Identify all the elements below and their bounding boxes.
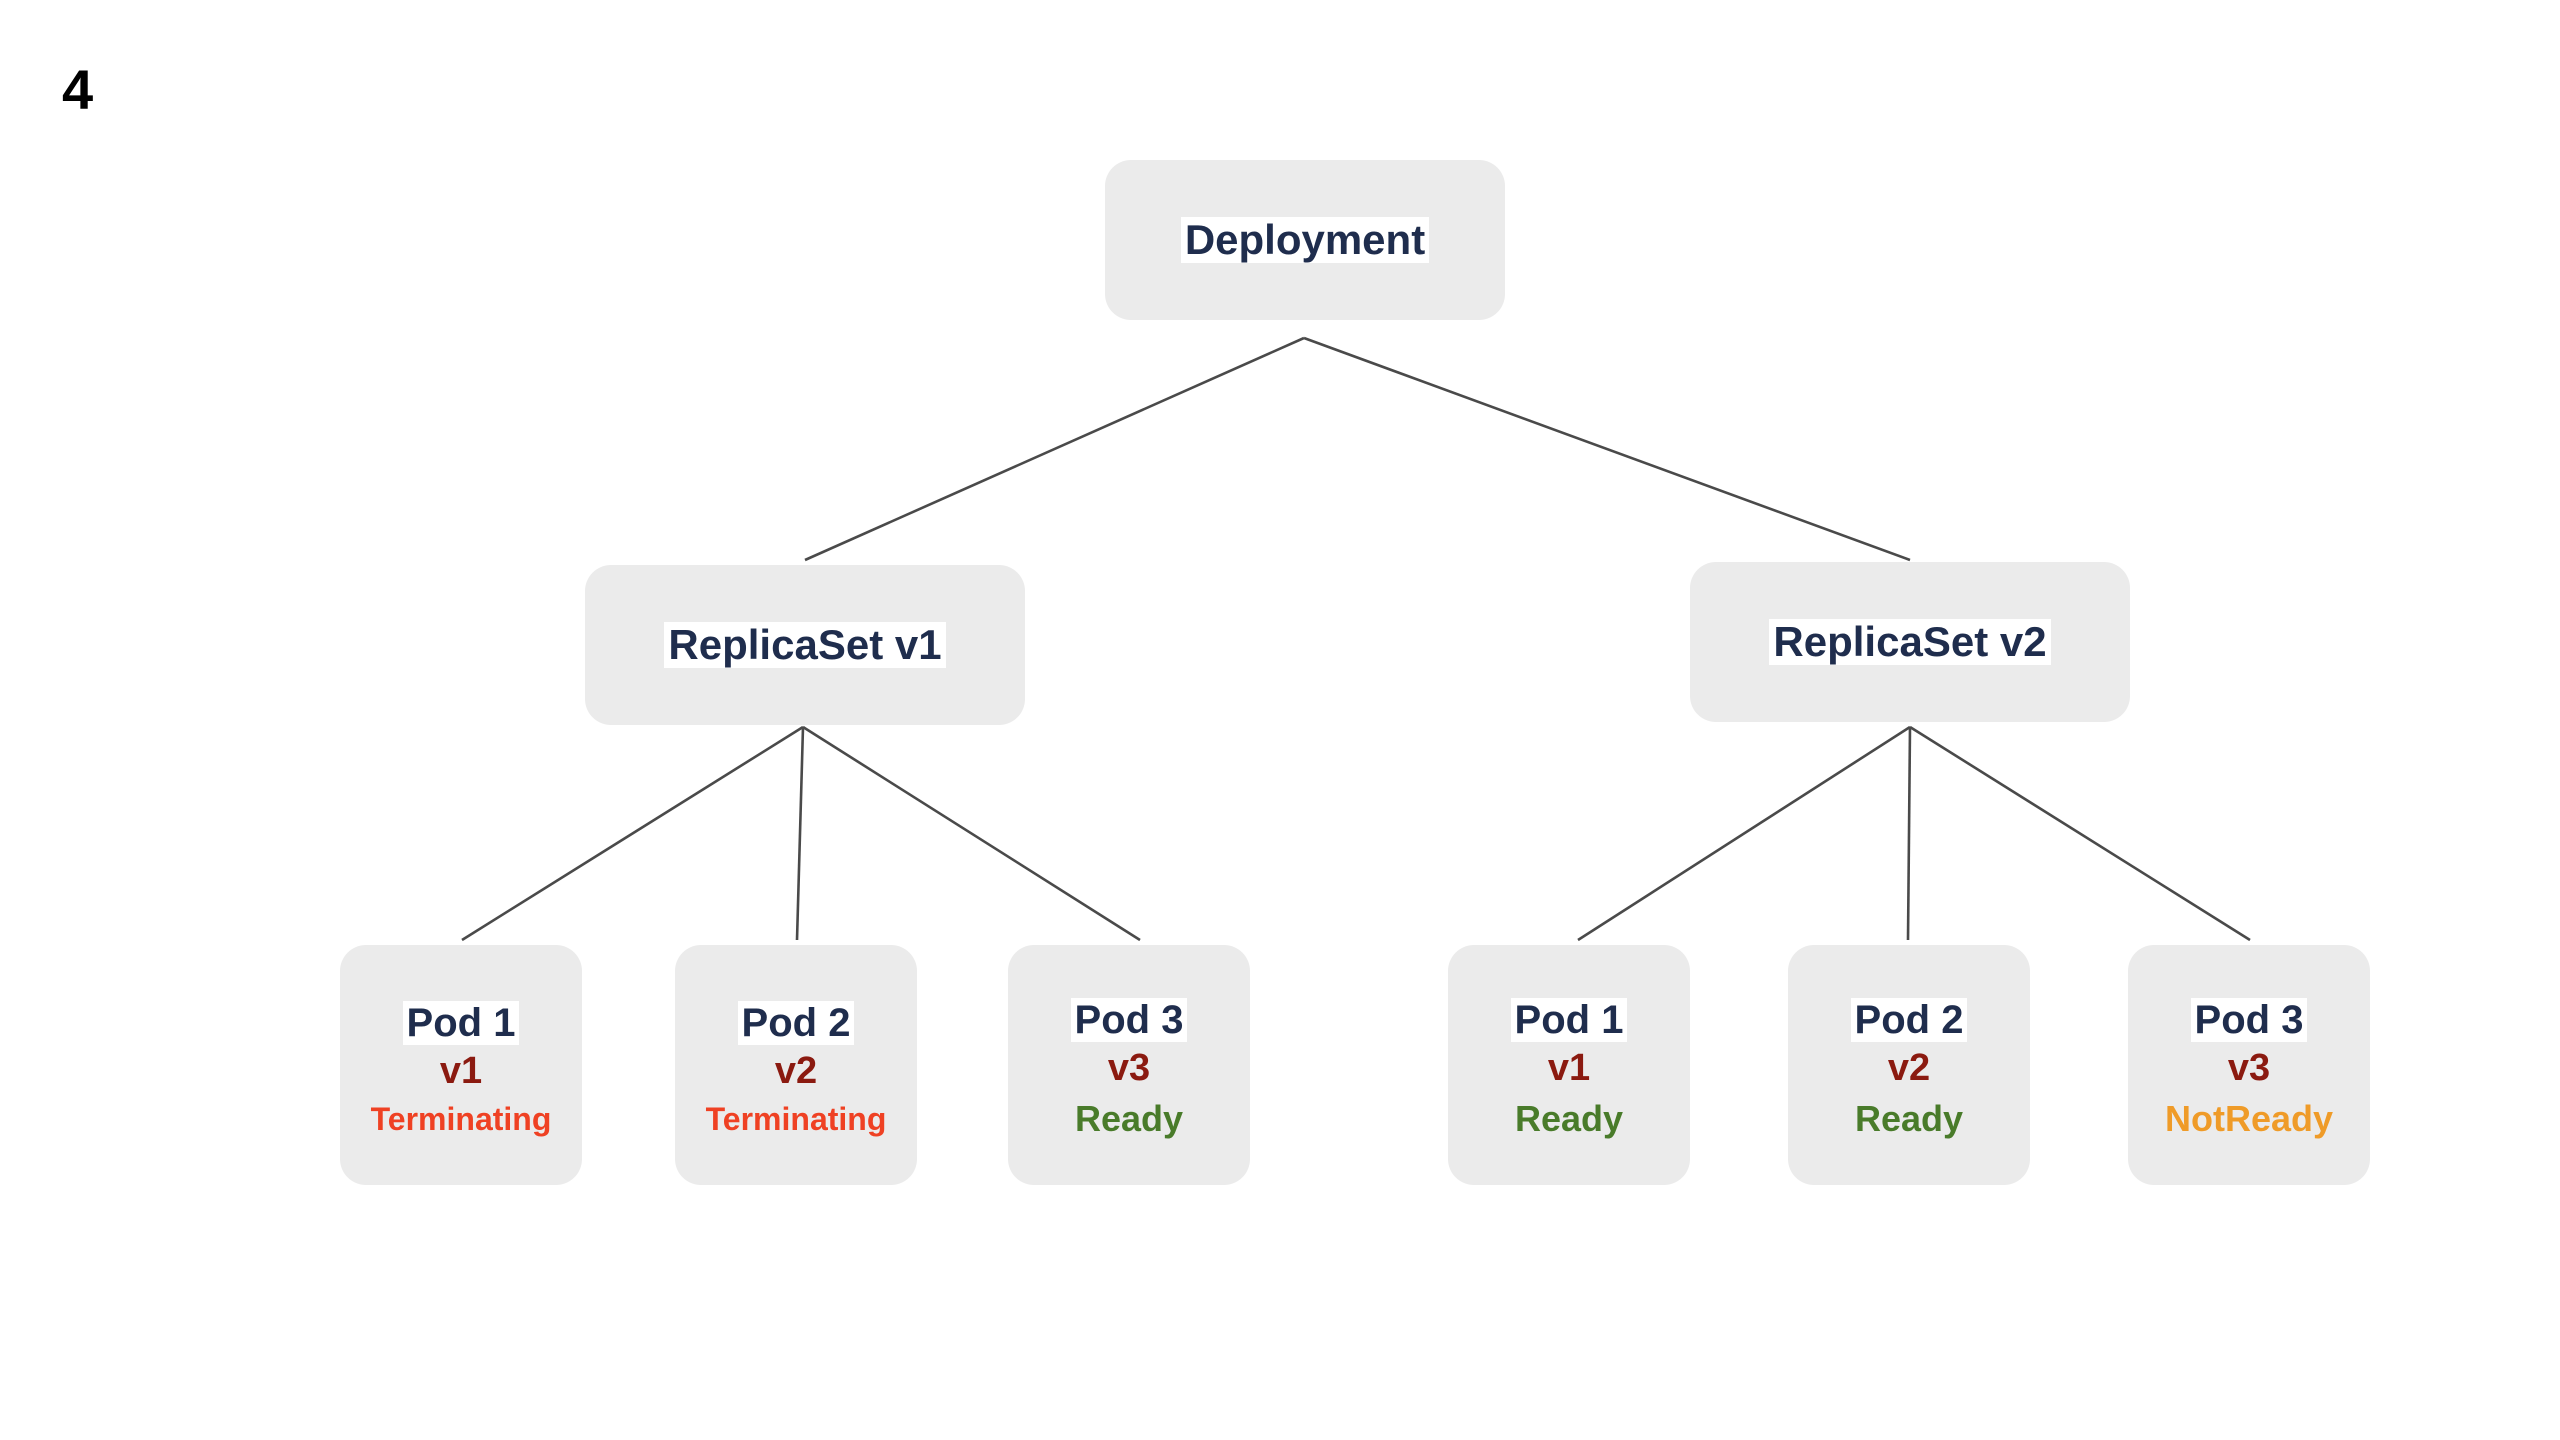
- pod-name: Pod 1: [1510, 998, 1628, 1043]
- pod-status-badge: NotReady: [2164, 1098, 2334, 1140]
- pod-version: v2: [1887, 1047, 1931, 1090]
- edge-rs2-to-pod1: [1577, 725, 1911, 942]
- pod-node-rs2-3[interactable]: Pod 3 v3 NotReady: [2128, 945, 2370, 1185]
- edge-rs1-to-pod3: [802, 725, 1141, 942]
- node-deployment-label: Deployment: [1180, 216, 1430, 264]
- slide-number: 4: [62, 58, 93, 121]
- edge-rs2-to-pod2: [1906, 726, 1912, 941]
- pod-version: v3: [2227, 1047, 2271, 1090]
- node-deployment[interactable]: Deployment: [1105, 160, 1505, 320]
- pod-version: v3: [1107, 1047, 1151, 1090]
- pod-status-badge: Terminating: [370, 1100, 552, 1137]
- pod-name: Pod 2: [1850, 998, 1968, 1043]
- pod-node-rs2-1[interactable]: Pod 1 v1 Ready: [1448, 945, 1690, 1185]
- pod-node-rs2-2[interactable]: Pod 2 v2 Ready: [1788, 945, 2030, 1185]
- pod-name: Pod 3: [1070, 998, 1188, 1043]
- pod-node-rs1-2[interactable]: Pod 2 v2 Terminating: [675, 945, 917, 1185]
- pod-name: Pod 1: [402, 1000, 520, 1045]
- pod-node-rs1-1[interactable]: Pod 1 v1 Terminating: [340, 945, 582, 1185]
- pod-version: v1: [1547, 1047, 1591, 1090]
- pod-node-rs1-3[interactable]: Pod 3 v3 Ready: [1008, 945, 1250, 1185]
- node-replicaset-v1[interactable]: ReplicaSet v1: [585, 565, 1025, 725]
- pod-name: Pod 3: [2190, 998, 2308, 1043]
- pod-status-badge: Ready: [1074, 1098, 1184, 1140]
- edge-deployment-to-rs2: [1303, 336, 1911, 562]
- node-replicaset-v2-label: ReplicaSet v2: [1769, 618, 2051, 666]
- edge-deployment-to-rs1: [804, 336, 1305, 562]
- pod-status-badge: Ready: [1514, 1098, 1624, 1140]
- edge-rs2-to-pod3: [1909, 725, 2251, 942]
- pod-status-badge: Terminating: [705, 1100, 887, 1137]
- node-replicaset-v2[interactable]: ReplicaSet v2: [1690, 562, 2130, 722]
- node-replicaset-v1-label: ReplicaSet v1: [664, 621, 946, 669]
- edge-rs1-to-pod1: [461, 725, 804, 942]
- pod-version: v1: [439, 1049, 483, 1092]
- pod-version: v2: [774, 1049, 818, 1092]
- pod-name: Pod 2: [737, 1000, 855, 1045]
- edge-rs1-to-pod2: [795, 726, 805, 941]
- pod-status-badge: Ready: [1854, 1098, 1964, 1140]
